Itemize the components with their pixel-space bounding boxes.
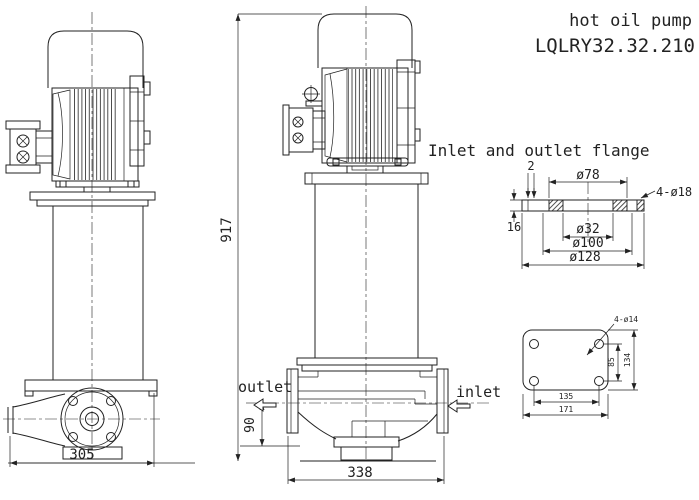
model-number: LQLRY32.32.210	[535, 35, 695, 57]
dim-305-label: 305	[69, 447, 94, 463]
dim-outer: ø128	[521, 213, 645, 269]
dim-2: 2	[525, 159, 537, 198]
dim-90-label: 90	[243, 417, 258, 433]
dim-917-label: 917	[219, 217, 235, 242]
pump-side-view: 305	[3, 12, 195, 467]
dim-338: 338	[287, 436, 445, 484]
volute-front	[60, 387, 124, 451]
dim-bolt-holes: 4-ø18	[640, 185, 692, 199]
base-plate-detail: 4-ø14 85 134 135 171	[522, 315, 638, 419]
dim-134-label: 134	[623, 353, 632, 368]
dim-plate-hole-spacing-v: 85	[604, 343, 622, 382]
dim-917: 917	[219, 13, 322, 461]
dim-2-label: 2	[527, 159, 534, 173]
dim-bore: ø32	[562, 213, 614, 241]
dim-78-label: ø78	[576, 168, 599, 183]
dim-16-label: 16	[507, 220, 521, 234]
dim-plate-height: 134	[608, 329, 638, 391]
inlet-label: inlet	[456, 383, 501, 401]
dim-128-label: ø128	[569, 250, 600, 265]
title-block: hot oil pump LQLRY32.32.210	[535, 11, 695, 57]
dim-bolt-circle: ø100	[542, 213, 633, 255]
dim-32-label: ø32	[576, 222, 599, 237]
terminal-screw-icon	[292, 116, 304, 144]
dim-100-label: ø100	[572, 236, 603, 251]
dim-plate-width: 171	[522, 394, 609, 419]
outlet-flow-arrow-icon	[253, 398, 277, 412]
dim-16: 16	[507, 189, 522, 234]
dim-90: 90	[240, 403, 300, 447]
dim-plate-hole-spacing-h: 135	[533, 386, 600, 406]
dim-135-label: 135	[559, 392, 574, 401]
eyebolt-icon	[302, 85, 323, 107]
dim-171-label: 171	[559, 405, 574, 414]
casing-side	[286, 368, 449, 461]
pump-front-view: 917 90 338 outlet inlet	[219, 6, 501, 484]
outlet-label: outlet	[238, 378, 292, 396]
dim-plate-holes: 4-ø14	[586, 315, 638, 356]
inlet-flow-arrow-icon	[447, 399, 471, 413]
product-title: hot oil pump	[569, 11, 692, 31]
dim-305: 305	[8, 393, 195, 467]
flange-heading: Inlet and outlet flange	[428, 141, 650, 160]
terminal-screw-icon	[16, 134, 30, 164]
dim-4x18-label: 4-ø18	[656, 185, 692, 199]
dim-338-label: 338	[347, 465, 372, 481]
dim-85-label: 85	[607, 357, 616, 367]
flange-detail: Inlet and outlet flange ø78 2 16	[428, 141, 692, 269]
dim-bolt-top: ø78	[548, 168, 628, 198]
dim-4x14-label: 4-ø14	[614, 315, 638, 324]
